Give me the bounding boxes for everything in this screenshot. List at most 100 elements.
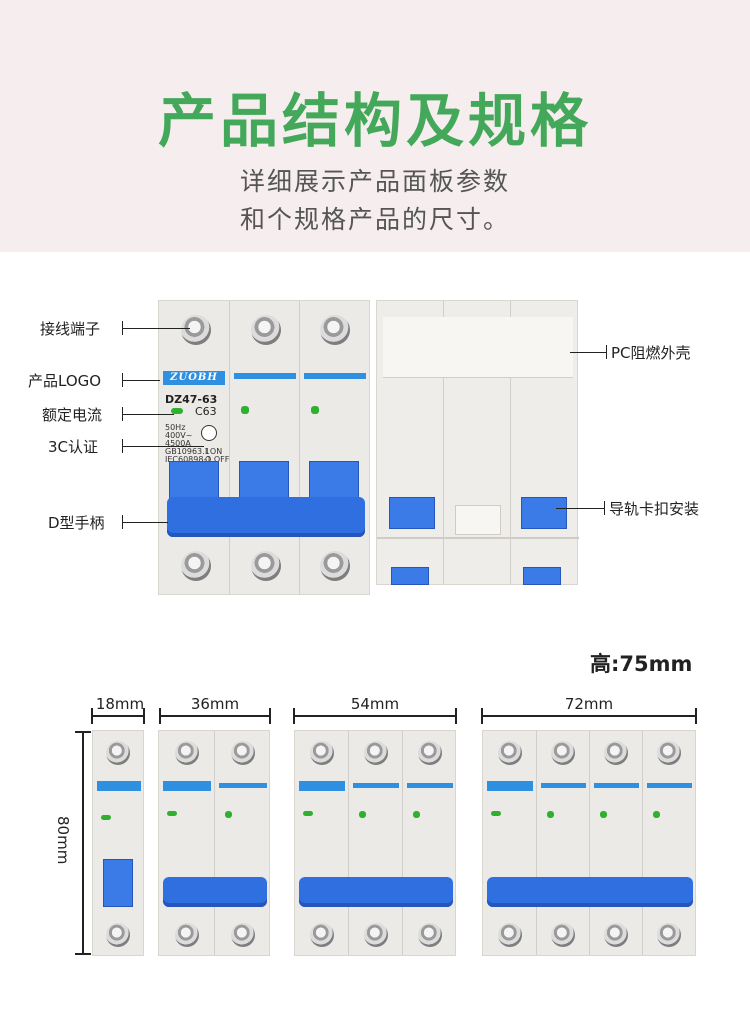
top-ridge <box>383 317 573 378</box>
rating-text: C63 <box>195 405 217 418</box>
3c-cert-icon <box>201 425 217 441</box>
leader-line <box>570 352 606 353</box>
terminal-screw-icon <box>310 741 334 765</box>
brand-logo <box>97 781 141 791</box>
leader-line <box>122 446 204 447</box>
page-title: 产品结构及规格 <box>157 87 592 155</box>
header-banner: 产品结构及规格 详细展示产品面板参数 和个规格产品的尺寸。 <box>0 0 750 252</box>
indicator-led <box>547 811 554 818</box>
width-tick <box>695 708 697 724</box>
terminal-screw-icon <box>310 923 334 947</box>
height-80mm-line <box>82 732 84 954</box>
label-d-handle: D型手柄 <box>48 514 105 532</box>
brand-logo <box>299 781 345 791</box>
width-54mm-label: 54mm <box>350 695 400 713</box>
spec-line: IEC60898-1 <box>165 455 212 464</box>
terminal-screw-icon <box>320 551 350 581</box>
height-label: 高:75mm <box>590 652 693 676</box>
breaker-1p <box>92 730 144 956</box>
off-label: O OFF <box>205 455 230 464</box>
toggle-lever[interactable] <box>239 461 289 501</box>
spec-line: 50Hz <box>165 423 186 432</box>
terminal-screw-icon <box>657 741 681 765</box>
pole-band <box>304 373 366 379</box>
d-type-handle[interactable] <box>299 877 453 907</box>
toggle-lever[interactable] <box>309 461 359 501</box>
terminal-screw-icon <box>551 923 575 947</box>
terminal-screw-icon <box>181 551 211 581</box>
indicator-led <box>303 811 313 816</box>
width-tick <box>91 708 93 724</box>
indicator-led <box>491 811 501 816</box>
terminal-screw-icon <box>498 923 522 947</box>
label-pc-shell: PC阻燃外壳 <box>611 344 691 362</box>
indicator-led <box>653 811 660 818</box>
width-72mm-label: 72mm <box>564 695 614 713</box>
height-80mm-label: 80mm <box>54 816 72 865</box>
breaker-3p <box>294 730 456 956</box>
height-tick <box>75 731 91 733</box>
on-label: I ON <box>205 447 223 456</box>
d-type-handle[interactable] <box>167 497 365 537</box>
spec-line: 4500A <box>165 439 191 448</box>
toggle-lever[interactable] <box>103 859 133 907</box>
label-rated-current: 额定电流 <box>42 406 103 424</box>
terminal-screw-icon <box>604 923 628 947</box>
terminal-screw-icon <box>231 923 255 947</box>
width-tick <box>269 708 271 724</box>
width-54mm-line <box>294 715 456 717</box>
label-logo: 产品LOGO <box>28 372 102 390</box>
width-tick <box>159 708 161 724</box>
terminal-screw-icon <box>251 551 281 581</box>
indicator-led <box>359 811 366 818</box>
width-18mm-line <box>92 715 144 717</box>
indicator-led <box>225 811 232 818</box>
brand-logo <box>487 781 533 791</box>
front-breaker: ZUOBH DZ47-63 C63 50Hz 400V~ 4500A GB109… <box>158 300 370 595</box>
breaker-4p <box>482 730 696 956</box>
terminal-screw-icon <box>604 741 628 765</box>
rail-clip-right[interactable] <box>521 497 567 529</box>
subtitle-line-1: 详细展示产品面板参数 <box>239 167 510 196</box>
width-36mm-line <box>160 715 270 717</box>
terminal-screw-icon <box>418 923 442 947</box>
pole-band <box>594 783 639 788</box>
indicator-led <box>311 406 319 414</box>
pole-band <box>353 783 399 788</box>
leader-tick <box>122 439 123 453</box>
label-terminal: 接线端子 <box>40 320 101 338</box>
d-type-handle[interactable] <box>163 877 267 907</box>
pole-band <box>541 783 586 788</box>
center-clip <box>455 505 501 535</box>
pole-band <box>219 783 267 788</box>
model-text: DZ47-63 <box>165 393 218 406</box>
indicator-led <box>101 815 111 820</box>
indicator-led <box>167 811 177 816</box>
pole-2 <box>537 731 590 955</box>
pole-3 <box>590 731 643 955</box>
d-type-handle[interactable] <box>487 877 693 907</box>
width-tick <box>455 708 457 724</box>
leader-line <box>556 508 604 509</box>
width-tick <box>143 708 145 724</box>
pole-band <box>647 783 692 788</box>
leader-line <box>122 522 168 523</box>
brand-logo <box>163 781 211 791</box>
width-tick <box>481 708 483 724</box>
rail-slot <box>377 537 579 539</box>
terminal-screw-icon <box>106 741 130 765</box>
terminal-screw-icon <box>181 315 211 345</box>
label-rail-mount: 导轨卡扣安装 <box>609 500 700 518</box>
leader-tick <box>606 345 607 359</box>
pole-2 <box>230 301 300 594</box>
terminal-screw-icon <box>175 741 199 765</box>
pole-1 <box>159 301 230 594</box>
terminal-screw-icon <box>418 741 442 765</box>
toggle-lever[interactable] <box>169 461 219 501</box>
pole-band <box>234 373 296 379</box>
rail-tab-left[interactable] <box>391 567 429 585</box>
rail-tab-right[interactable] <box>523 567 561 585</box>
rail-clip-left[interactable] <box>389 497 435 529</box>
terminal-screw-icon <box>175 923 199 947</box>
terminal-screw-icon <box>657 923 681 947</box>
